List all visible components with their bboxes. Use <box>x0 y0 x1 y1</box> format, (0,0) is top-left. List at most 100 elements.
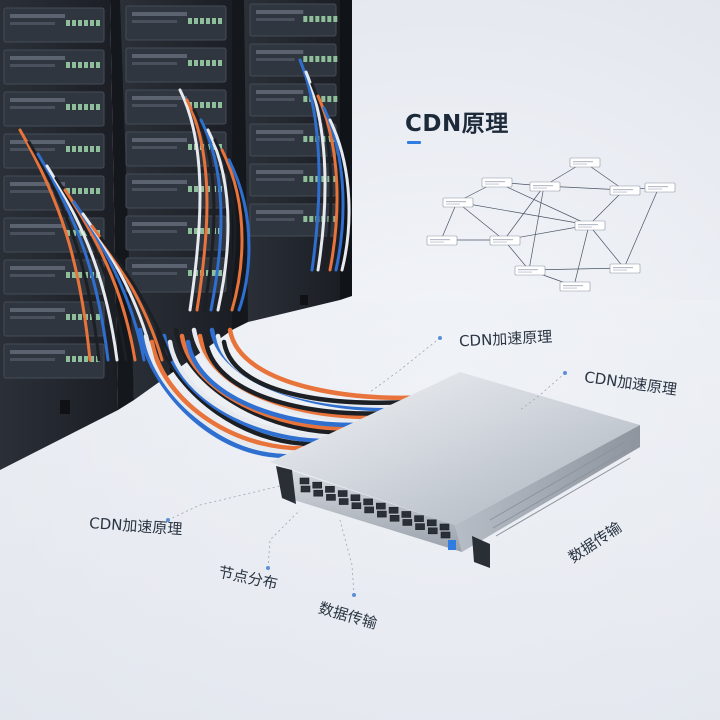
diagram-node-text <box>573 163 587 165</box>
server-port <box>72 272 76 278</box>
diagram-node-text <box>648 188 662 190</box>
server-port <box>315 16 320 22</box>
server-port <box>188 18 192 24</box>
diagram-node-text <box>430 239 450 241</box>
server-port <box>333 16 338 22</box>
switch-port <box>389 514 400 522</box>
server-port <box>200 102 204 108</box>
server-vent <box>10 232 55 235</box>
switch-port <box>312 481 323 489</box>
server-port <box>78 146 82 152</box>
page-title: CDN原理 <box>405 111 509 137</box>
diagram-node-text <box>446 201 466 203</box>
switch-port <box>427 527 438 535</box>
server-port <box>96 20 100 26</box>
diagram-node <box>644 182 676 193</box>
server-port <box>96 62 100 68</box>
switch-port <box>402 519 413 526</box>
server-port <box>309 56 314 62</box>
server-port <box>206 228 210 234</box>
server-port <box>315 56 320 62</box>
cable <box>298 58 321 272</box>
diagram-node <box>442 197 474 208</box>
server-port <box>72 104 76 110</box>
server-port <box>188 228 192 234</box>
server-port <box>72 188 76 194</box>
switch-port <box>338 498 349 505</box>
cable <box>36 152 110 362</box>
server-vent <box>132 146 177 149</box>
server-port <box>206 18 210 24</box>
server-port <box>309 16 314 22</box>
server-port <box>212 18 216 24</box>
cable <box>227 158 251 312</box>
diagram-node-text <box>493 239 513 241</box>
server-vent <box>10 224 65 228</box>
server-vent <box>132 188 177 191</box>
cable <box>18 128 92 362</box>
server-vent <box>10 358 55 361</box>
server-port <box>66 104 70 110</box>
switch-ports <box>299 477 456 550</box>
server-port <box>84 20 88 26</box>
diagram-node-text <box>578 226 592 228</box>
cable <box>192 108 216 312</box>
server-vent <box>10 316 55 319</box>
server-port <box>84 62 88 68</box>
server-port <box>90 62 94 68</box>
server-port <box>218 18 222 24</box>
server-port <box>327 136 332 142</box>
switch-port <box>363 498 373 506</box>
server-port <box>194 60 198 66</box>
diagram-node <box>559 281 591 292</box>
server-port <box>194 186 198 192</box>
switch-port <box>388 506 399 514</box>
server-vent <box>10 182 65 186</box>
diagram-node-text <box>578 224 598 226</box>
server-vent <box>132 54 187 58</box>
server-port <box>72 314 76 320</box>
server-port <box>90 20 94 26</box>
server-port <box>188 186 192 192</box>
diagram-edge <box>503 185 545 241</box>
server-port <box>303 96 308 102</box>
callout-dot <box>438 336 442 340</box>
server-vent <box>256 170 304 174</box>
server-vent <box>256 130 304 134</box>
switch-port <box>351 502 362 510</box>
switch-port <box>300 485 311 493</box>
server-port <box>212 102 216 108</box>
server-port <box>327 96 332 102</box>
network-diagram <box>426 157 676 292</box>
server-port <box>303 176 308 182</box>
diagram-node-text <box>518 269 538 271</box>
server-vent <box>10 308 65 312</box>
server-port <box>78 20 82 26</box>
server-vent <box>256 90 304 94</box>
cable <box>304 70 327 272</box>
diagram-node-text <box>648 186 668 188</box>
server-port <box>72 356 76 362</box>
server-port <box>321 96 326 102</box>
switch-port <box>350 494 361 502</box>
server-port <box>72 230 76 236</box>
server-port <box>327 176 332 182</box>
switch-port <box>364 506 374 514</box>
server-vent <box>132 104 177 107</box>
server-vent <box>256 218 295 221</box>
server-port <box>96 314 100 320</box>
cable <box>316 94 339 272</box>
switch-port <box>414 515 424 522</box>
server-vent <box>10 14 65 18</box>
cable <box>310 82 333 272</box>
server-vent <box>10 190 55 193</box>
cable <box>178 88 202 312</box>
server-port <box>78 62 82 68</box>
switch-port <box>440 531 451 539</box>
server-vent <box>256 50 304 54</box>
diagram-node-text <box>563 287 577 289</box>
server-port <box>188 60 192 66</box>
diagram-edge <box>623 186 660 269</box>
diagram-node <box>529 181 561 192</box>
server-port <box>78 188 82 194</box>
